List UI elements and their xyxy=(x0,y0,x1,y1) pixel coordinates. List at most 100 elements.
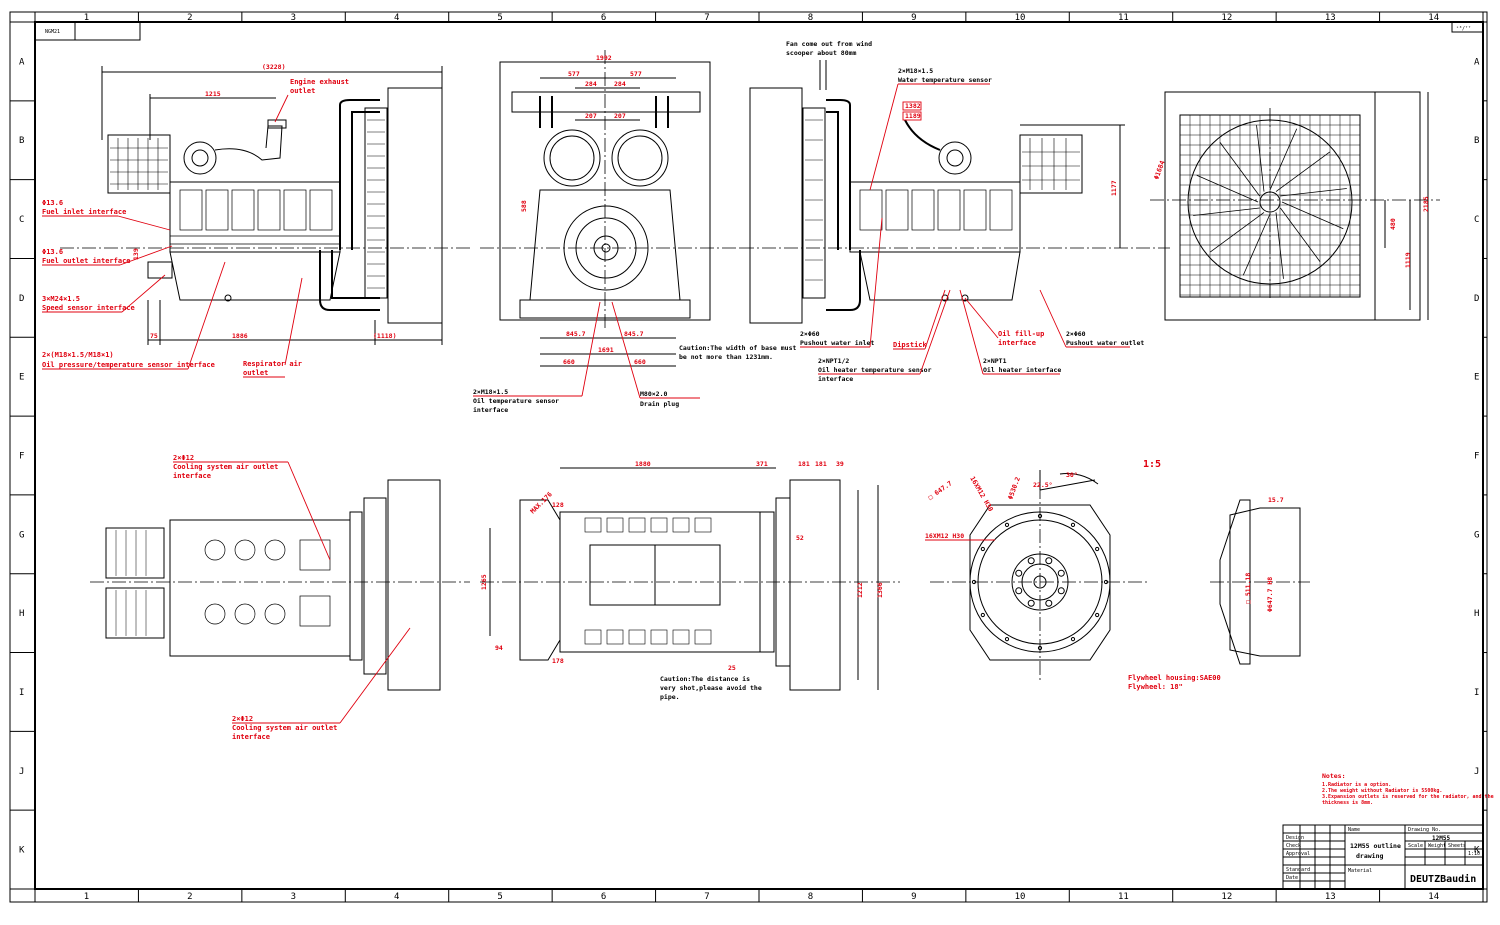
grid-row-label: F xyxy=(19,452,24,462)
callout-respirator-l1: Respirator air xyxy=(243,360,302,368)
grid-col-label: 5 xyxy=(497,892,502,902)
front-oil-temp-l2: interface xyxy=(473,406,508,414)
grid-row-label: C xyxy=(19,215,24,225)
bottom-radiator xyxy=(789,479,841,691)
callout-speed-sensor: Speed sensor interface xyxy=(42,304,135,312)
grid-col-label: 10 xyxy=(1015,892,1026,902)
front-dim-bottom-d: 660 xyxy=(563,358,575,366)
front-turbo-right xyxy=(611,129,669,187)
right-turbo xyxy=(938,141,972,175)
title-block: Name Drawing No. 12M55 12M55 outline dra… xyxy=(1282,824,1484,890)
grid-col-label: 3 xyxy=(291,13,296,23)
front-dim-pair-b: 577 xyxy=(630,70,642,78)
callout-fuel-inlet: Fuel inlet interface xyxy=(42,208,126,216)
notes-line-2: 2.The weight without Radiator is 5500kg. xyxy=(1322,788,1442,794)
grid-col-label: 10 xyxy=(1015,13,1026,23)
tb-title-l2: drawing xyxy=(1356,852,1383,860)
callout-fuel-outlet: Fuel outlet interface xyxy=(42,257,131,265)
grid-col-label: 11 xyxy=(1118,13,1129,23)
front-dim-bottom-e: 660 xyxy=(634,358,646,366)
flywheel-angle-a: 30° xyxy=(1066,471,1078,479)
right-side-elevation-view: 1177 xyxy=(740,60,1170,324)
bottom-caution-l3: pipe. xyxy=(660,693,680,701)
right-radiator xyxy=(749,87,803,324)
bottom-plan-view: 1880 371 181 181 39 1212 1366 1265 MAX.1… xyxy=(480,460,900,691)
heater-label: Oil heater interface xyxy=(983,366,1061,374)
oil-fill-l1: Oil fill-up xyxy=(998,330,1044,338)
tb-mini-ratio: 1:10 xyxy=(1468,851,1480,857)
flywheel-housing-label: Flywheel housing:SAE00 xyxy=(1128,674,1221,682)
grid-row-label: G xyxy=(1474,530,1479,540)
flywheel-section xyxy=(1229,507,1301,657)
heater-temp-spec: 2×NPT1/2 xyxy=(818,357,849,365)
dim-overall-length: (3228) xyxy=(262,63,285,71)
grid-col-label: 7 xyxy=(704,892,709,902)
engine-block xyxy=(169,181,341,253)
radiator-dim-a: 480 xyxy=(1389,218,1397,230)
tb-mini-weight: Weight xyxy=(1428,843,1446,849)
grid-col-label: 6 xyxy=(601,13,606,23)
callout-oil-pressure: Oil pressure/temperature sensor interfac… xyxy=(42,361,215,369)
right-dim-vertical: 1177 xyxy=(1110,180,1118,196)
notes-title: Notes: xyxy=(1322,772,1345,780)
grid-col-label: 12 xyxy=(1221,13,1232,23)
grid-col-label: 8 xyxy=(808,13,813,23)
tb-row-standard: Standard xyxy=(1286,867,1310,873)
grid-row-label: E xyxy=(19,373,24,383)
flywheel-dim-a: Φ530.2 xyxy=(1006,476,1022,501)
top-air-filter-a xyxy=(105,527,165,579)
coolant-pipe-upper xyxy=(339,99,380,250)
bottom-dim-small-b: 94 xyxy=(495,644,503,652)
flywheel-dim-c: 16XM12 H30 xyxy=(925,532,964,540)
right-view-callouts: Fan come out from wind scooper about 80m… xyxy=(786,40,1144,383)
flywheel-dim-f: □ 511.18 xyxy=(1244,573,1252,604)
bottom-dim-d: 39 xyxy=(836,460,844,468)
flywheel-dim-g: Φ647.7 H8 xyxy=(1266,577,1274,612)
radiator-dim-diam: Φ1684 xyxy=(1152,159,1166,180)
grid-row-label: H xyxy=(1474,609,1479,619)
front-caution-l2: be not more than 1231mm. xyxy=(679,353,773,361)
grid-row-label: J xyxy=(19,767,24,777)
front-oil-temp-l1: Oil temperature sensor xyxy=(473,397,559,405)
grid-col-label: 14 xyxy=(1428,13,1439,23)
grid-row-label: H xyxy=(19,609,24,619)
grid-row-label: J xyxy=(1474,767,1479,777)
grid-col-label: 13 xyxy=(1325,13,1336,23)
heater-spec: 2×NPT1 xyxy=(983,357,1007,365)
dim-lower: 1886 xyxy=(232,332,248,340)
top-radiator xyxy=(387,479,441,691)
top-plan-view xyxy=(90,479,470,691)
grid-row-label: A xyxy=(19,57,25,67)
bottom-dim-small-c: 178 xyxy=(552,657,564,665)
tb-drawing-no: 12M55 xyxy=(1432,835,1450,842)
grid-col-label: 9 xyxy=(911,892,916,902)
flywheel-scale: 1:5 xyxy=(1143,459,1161,470)
air-filter xyxy=(107,134,171,194)
grid-col-label: 12 xyxy=(1221,892,1232,902)
top-left-code: NGM21 xyxy=(45,29,60,35)
coolant-pipe-lower xyxy=(319,250,380,311)
tb-row-approval: Approval xyxy=(1286,851,1310,857)
cooling-bottom-l1: Cooling system air outlet xyxy=(232,724,337,732)
cooling-top-l2: interface xyxy=(173,472,211,480)
cooling-bottom-spec: 2×Φ12 xyxy=(232,715,253,723)
bottom-dim-small-e: 25 xyxy=(728,664,736,672)
tag-a: 1382 xyxy=(905,102,921,110)
grid-col-label: 9 xyxy=(911,13,916,23)
grid-col-label: 1 xyxy=(84,13,89,23)
grid-row-label: I xyxy=(1474,688,1479,698)
front-caution-l1: Caution:The width of base must xyxy=(679,344,796,352)
grid-col-label: 13 xyxy=(1325,892,1336,902)
callout-exhaust-l2: outlet xyxy=(290,87,315,95)
grid-col-label: 7 xyxy=(704,13,709,23)
left-view-callouts: Engine exhaust outlet Φ13.6 Fuel inlet i… xyxy=(42,78,349,378)
dipstick-label: Dipstick xyxy=(893,341,928,349)
oil-fill-l2: interface xyxy=(998,339,1036,347)
oil-pan xyxy=(169,251,341,301)
bottom-caution-l1: Caution:The distance is xyxy=(660,675,750,683)
front-dim-bottom-b: 845.7 xyxy=(624,330,644,338)
notes-block: Notes: 1.Radiator is a option. 2.The wei… xyxy=(1322,772,1494,806)
tag-b: 1189 xyxy=(905,112,921,120)
